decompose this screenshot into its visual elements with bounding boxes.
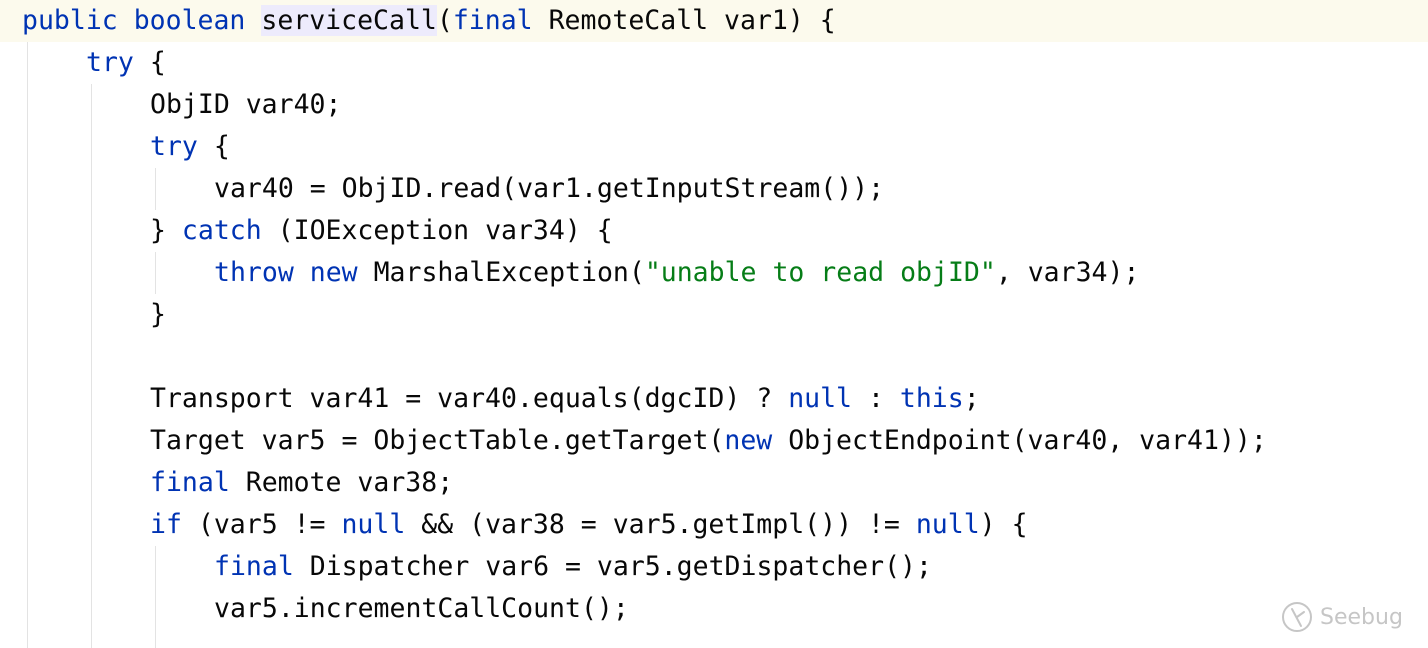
code-line[interactable]: ObjID var40; <box>150 84 341 126</box>
code-line[interactable]: final Remote var38; <box>150 462 453 504</box>
code-token: Transport var41 = var40.equals(dgcID) ? <box>150 383 789 414</box>
code-token: null <box>341 509 406 540</box>
code-line[interactable]: if (var5 != null && (var38 = var5.getImp… <box>150 504 1028 546</box>
code-token: "unable to read objID" <box>644 257 996 288</box>
code-token: } <box>150 299 166 330</box>
code-token: ObjectEndpoint(var40, var41)); <box>772 425 1267 456</box>
code-line[interactable]: } catch (IOException var34) { <box>150 210 613 252</box>
code-token: throw <box>214 257 294 288</box>
code-line[interactable]: var40 = ObjID.read(var1.getInputStream()… <box>214 168 884 210</box>
code-token <box>118 5 134 36</box>
code-token: new <box>724 425 773 456</box>
code-token: public <box>22 5 118 36</box>
code-token: null <box>788 383 853 414</box>
current-line-highlight <box>0 0 1428 42</box>
code-token: this <box>899 383 964 414</box>
code-token: MarshalException( <box>357 257 645 288</box>
code-line[interactable]: } <box>150 294 166 336</box>
indent-guide <box>155 546 156 648</box>
code-token: && (var38 = var5.getImpl()) != <box>405 509 916 540</box>
code-token: catch <box>181 215 262 246</box>
code-token: (var5 != <box>181 509 342 540</box>
indent-guide <box>155 168 156 210</box>
code-token: { <box>133 47 166 78</box>
code-line[interactable]: var5.incrementCallCount(); <box>214 588 629 630</box>
code-token: null <box>915 509 980 540</box>
code-line[interactable]: final Dispatcher var6 = var5.getDispatch… <box>214 546 932 588</box>
code-token: ) { <box>979 509 1028 540</box>
code-token: boolean <box>133 5 246 36</box>
code-token: ; <box>963 383 980 414</box>
code-token: , var34); <box>995 257 1140 288</box>
code-token: try <box>86 47 134 78</box>
indent-guide <box>155 252 156 294</box>
code-token: (IOException var34) { <box>261 215 613 246</box>
code-token: Target var5 = ObjectTable.getTarget( <box>150 425 725 456</box>
code-line[interactable]: try { <box>86 42 166 84</box>
code-line[interactable]: Transport var41 = var40.equals(dgcID) ? … <box>150 378 980 420</box>
seebug-logo-icon <box>1282 602 1312 632</box>
code-token: } <box>150 215 182 246</box>
code-token <box>294 257 310 288</box>
code-token: serviceCall <box>261 5 437 36</box>
code-token: RemoteCall var1) { <box>532 5 836 36</box>
watermark: Seebug <box>1280 600 1403 634</box>
code-token: Remote var38; <box>229 467 454 498</box>
code-token: final <box>452 5 533 36</box>
code-token: var40 = ObjID.read(var1.getInputStream()… <box>214 173 885 204</box>
code-token: final <box>214 551 294 582</box>
code-token: try <box>150 131 198 162</box>
code-line[interactable]: Target var5 = ObjectTable.getTarget(new … <box>150 420 1267 462</box>
indent-guide <box>91 84 92 648</box>
indent-guide <box>27 42 28 648</box>
code-line[interactable]: public boolean serviceCall(final RemoteC… <box>22 0 836 42</box>
code-line[interactable]: try { <box>150 126 230 168</box>
code-token: : <box>852 383 900 414</box>
code-token: { <box>197 131 230 162</box>
code-token: var5.incrementCallCount(); <box>214 593 629 624</box>
watermark-text: Seebug <box>1320 604 1403 630</box>
code-token: ObjID var40; <box>150 89 342 120</box>
code-token: Dispatcher var6 = var5.getDispatcher(); <box>293 551 932 582</box>
code-line[interactable]: throw new MarshalException("unable to re… <box>214 252 1139 294</box>
code-token: final <box>150 467 230 498</box>
code-token: new <box>309 257 358 288</box>
code-token: ( <box>436 5 453 36</box>
code-token: if <box>150 509 182 540</box>
code-token <box>245 5 261 36</box>
